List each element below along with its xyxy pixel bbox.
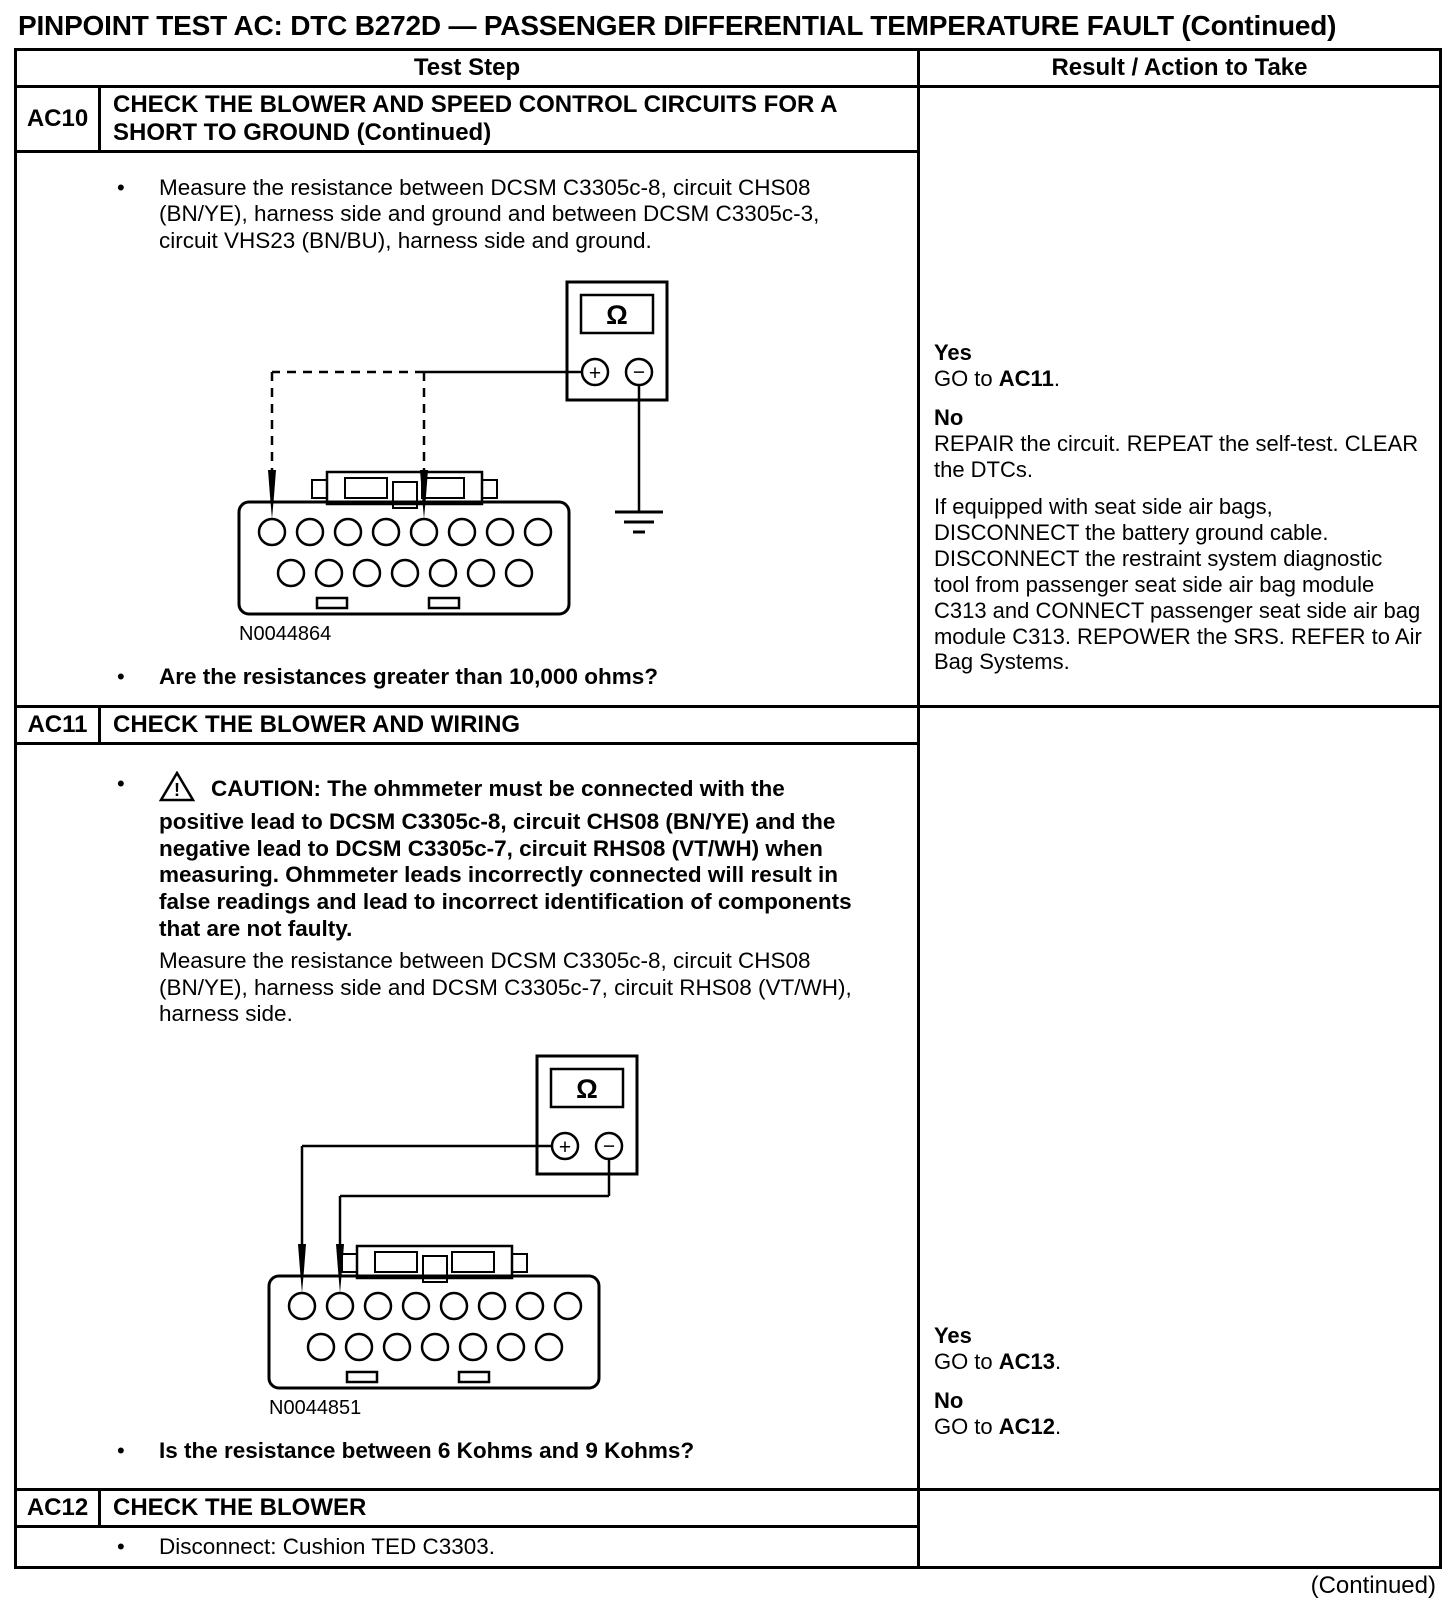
ground-icon — [615, 510, 663, 534]
col-header-result-action: Result / Action to Take — [1051, 54, 1308, 81]
yes-action: GO to AC13. — [933, 1349, 1062, 1375]
measure-instruction-ac11: Measure the resistance between DCSM C330… — [17, 948, 917, 1028]
step-header-ac11: AC11 CHECK THE BLOWER AND WIRING — [17, 708, 917, 745]
step-reference: AC13 — [998, 1349, 1056, 1375]
no-action: GO to AC12. — [933, 1414, 1062, 1440]
no-label: No — [933, 404, 964, 430]
step-id-ac11: AC11 — [17, 708, 101, 742]
no-label: No — [933, 1388, 964, 1414]
col-header-test-step: Test Step — [17, 51, 920, 85]
caution-instruction-ac11: !CAUTION: The ohmmeter must be connected… — [17, 770, 917, 942]
caution-text: !CAUTION: The ohmmeter must be connected… — [158, 770, 871, 942]
step-id-ac12: AC12 — [17, 1491, 101, 1525]
svg-text:−: − — [633, 361, 645, 384]
svg-text:+: + — [589, 362, 601, 385]
test-leads — [270, 371, 641, 513]
table-header-row: Test Step Result / Action to Take — [17, 51, 1439, 88]
test-step-cell-ac10: AC10 CHECK THE BLOWER AND SPEED CONTROL … — [17, 88, 920, 705]
measure-instruction-ac10: Measure the resistance between DCSM C330… — [17, 175, 917, 255]
svg-text:!: ! — [174, 780, 180, 800]
no-action-extra: If equipped with seat side air bags, DIS… — [933, 493, 1422, 675]
table-row: AC10 CHECK THE BLOWER AND SPEED CONTROL … — [17, 88, 1439, 708]
result-cell-ac10: Yes GO to AC11. No REPAIR the circuit. R… — [920, 88, 1439, 705]
question-text: Are the resistances greater than 10,000 … — [159, 664, 658, 690]
no-action: REPAIR the circuit. REPEAT the self-test… — [933, 430, 1419, 482]
question-text: Is the resistance between 6 Kohms and 9 … — [159, 1437, 695, 1463]
bullet-marker — [117, 664, 159, 691]
connector-icon — [237, 471, 571, 616]
bullet-marker — [117, 1438, 159, 1465]
question-ac10: Are the resistances greater than 10,000 … — [17, 664, 917, 691]
instruction-text: Measure the resistance between DCSM C330… — [159, 948, 852, 1027]
ohmmeter-icon: Ω + − — [565, 280, 669, 402]
result-cell-ac11: Yes GO to AC13. No GO to AC12. — [920, 708, 1439, 1488]
table-row: AC11 CHECK THE BLOWER AND WIRING !CAUTIO… — [17, 708, 1439, 1491]
figure-label: N0044851 — [269, 1397, 361, 1419]
test-step-cell-ac12: AC12 CHECK THE BLOWER Disconnect: Cushio… — [17, 1491, 920, 1567]
yes-label: Yes — [933, 340, 972, 365]
disconnect-instruction-ac12: Disconnect: Cushion TED C3303. — [17, 1534, 917, 1561]
table-row: AC12 CHECK THE BLOWER Disconnect: Cushio… — [17, 1491, 1439, 1567]
test-leads — [300, 1144, 611, 1246]
caution-icon: ! — [158, 770, 196, 810]
yes-action: GO to AC11. — [933, 365, 1060, 391]
ohmmeter-icon: Ω + − — [535, 1054, 639, 1176]
svg-text:−: − — [603, 1135, 615, 1158]
ohmmeter-ground-diagram: Ω + − — [177, 274, 917, 646]
step-reference: AC11 — [998, 365, 1054, 391]
wiring-diagram-svg: Ω + − — [237, 280, 669, 645]
svg-text:Ω: Ω — [576, 1074, 598, 1104]
pinpoint-test-table: Test Step Result / Action to Take AC10 C… — [14, 48, 1442, 1570]
step-title-ac12: CHECK THE BLOWER — [113, 1494, 367, 1521]
step-header-ac10: AC10 CHECK THE BLOWER AND SPEED CONTROL … — [17, 88, 917, 153]
continued-footer: (Continued) — [1310, 1572, 1436, 1600]
test-step-cell-ac11: AC11 CHECK THE BLOWER AND WIRING !CAUTIO… — [17, 708, 920, 1488]
instruction-text: Disconnect: Cushion TED C3303. — [159, 1533, 496, 1559]
bullet-marker — [117, 771, 159, 942]
step-body-ac11: !CAUTION: The ohmmeter must be connected… — [17, 745, 917, 1474]
yes-label: Yes — [933, 1323, 972, 1349]
step-title-ac11: CHECK THE BLOWER AND WIRING — [113, 711, 521, 738]
connector-icon — [267, 1244, 601, 1390]
svg-text:Ω: Ω — [606, 300, 628, 330]
figure-label: N0044864 — [239, 623, 331, 645]
step-id-ac10: AC10 — [17, 88, 101, 150]
result-cell-ac12 — [920, 1491, 1439, 1566]
svg-text:+: + — [559, 1136, 571, 1159]
ohmmeter-resistance-diagram: Ω + − — [207, 1048, 917, 1420]
question-ac11: Is the resistance between 6 Kohms and 9 … — [17, 1438, 917, 1465]
step-header-ac12: AC12 CHECK THE BLOWER — [17, 1491, 917, 1528]
instruction-text: Measure the resistance between DCSM C330… — [159, 174, 820, 253]
page-title: PINPOINT TEST AC: DTC B272D — PASSENGER … — [18, 10, 1337, 41]
step-body-ac12: Disconnect: Cushion TED C3303. — [17, 1528, 917, 1567]
wiring-diagram-svg: Ω + − — [267, 1054, 639, 1419]
bullet-marker — [117, 1534, 159, 1561]
step-title-ac10: CHECK THE BLOWER AND SPEED CONTROL CIRCU… — [113, 91, 837, 146]
step-body-ac10: Measure the resistance between DCSM C330… — [17, 153, 917, 701]
bullet-marker — [117, 175, 159, 255]
probe-pins — [298, 1243, 344, 1293]
step-reference: AC12 — [998, 1414, 1056, 1440]
